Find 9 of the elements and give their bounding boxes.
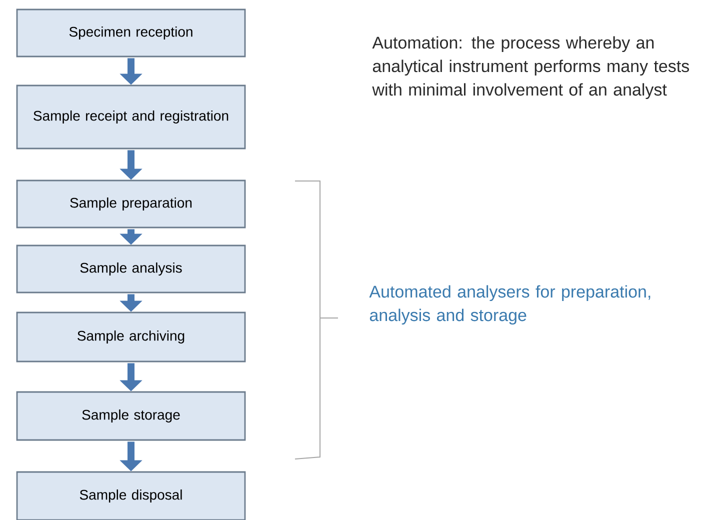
process-box: Sample analysis [16, 244, 246, 294]
note-text: Automated analysers for preparation, analysis and storage [369, 285, 650, 325]
note-text: Automation: the process whereby an analytical instrument performs many tests with minimal involvement of an analyst [372, 36, 689, 100]
process-box: Sample disposal [16, 471, 246, 520]
process-box: Sample storage [16, 391, 246, 441]
process-box: Specimen reception [16, 8, 246, 58]
process-box: Sample preparation [16, 180, 246, 228]
process-box: Sample archiving [16, 312, 246, 362]
process-box: Sample receipt and registration [16, 84, 246, 150]
